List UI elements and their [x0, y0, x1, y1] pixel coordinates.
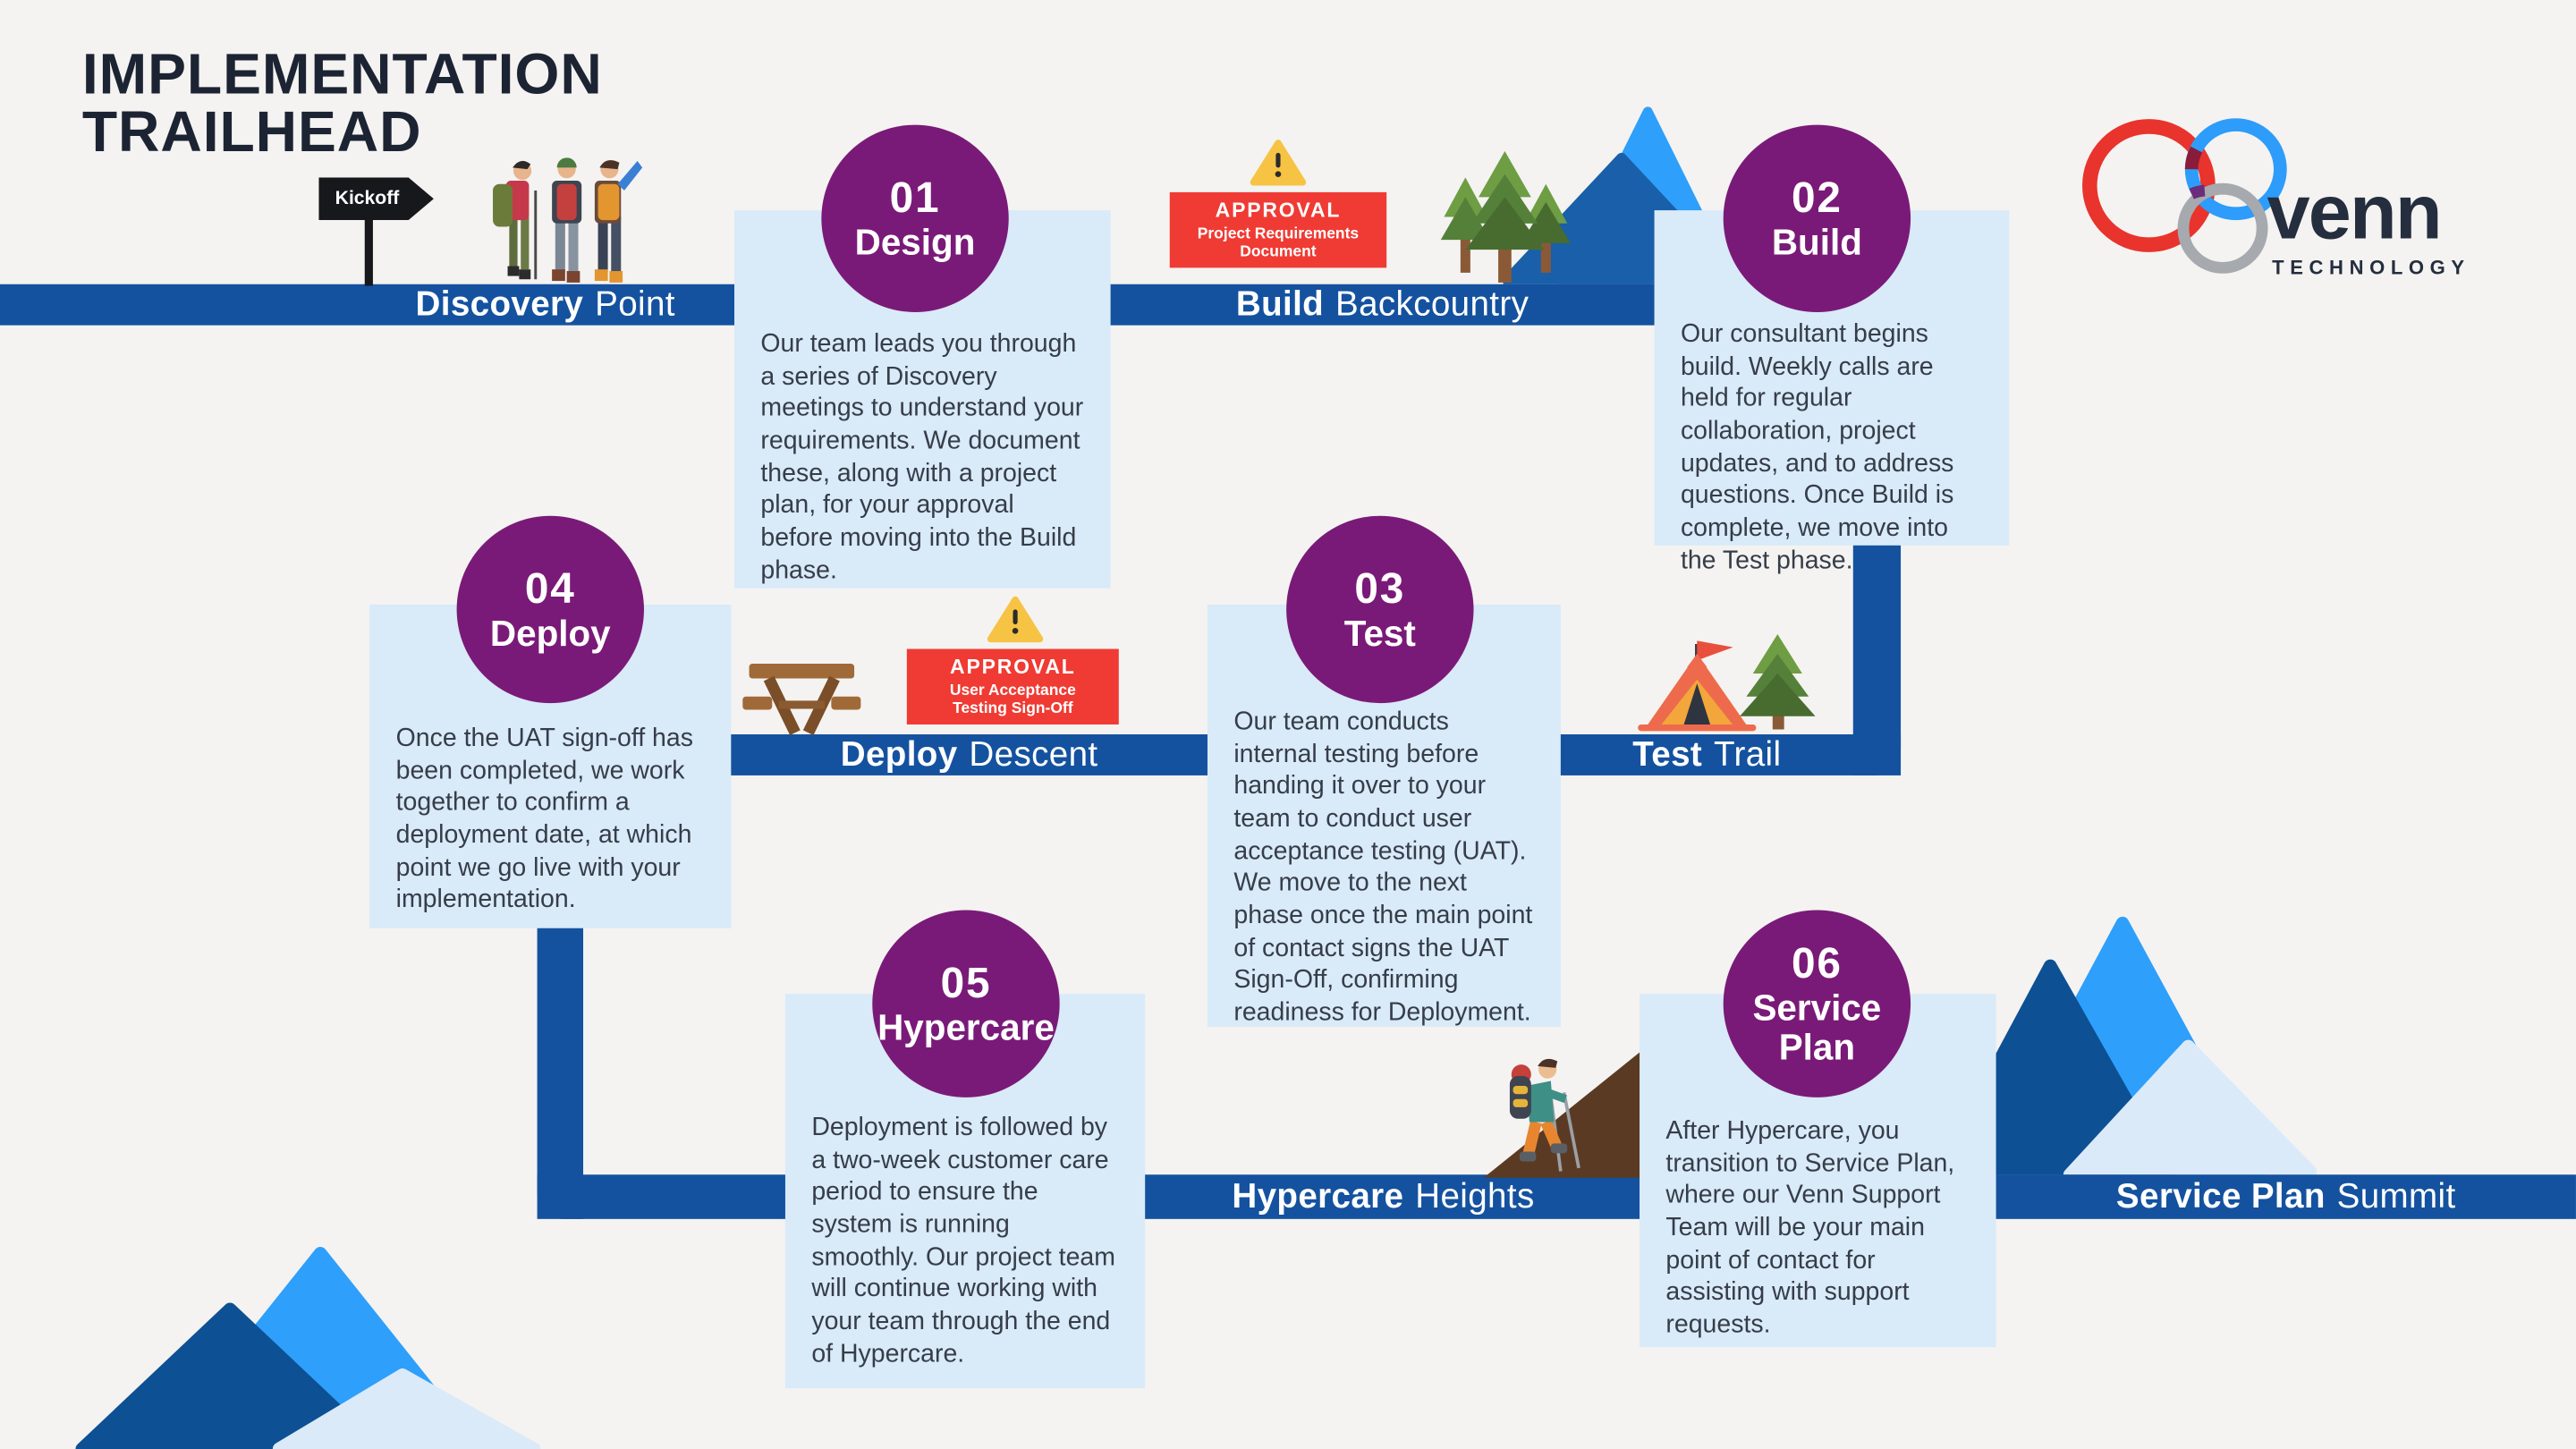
venn-technology-logo: venn TECHNOLOGY	[2082, 118, 2470, 279]
climber-icon	[1483, 1049, 1643, 1178]
trail-segment-service-label: Service Plan Summit	[1996, 1174, 2576, 1219]
deploy-number: 04	[524, 563, 576, 614]
phase-circle-build: 02 Build	[1723, 124, 1911, 312]
kickoff-label: Kickoff	[335, 189, 400, 209]
trail-segment-deploy-label: Deploy Descent	[731, 734, 1208, 775]
deploy-name: Deploy	[489, 613, 611, 654]
build-label-bold: Build	[1235, 284, 1325, 323]
test-description: Our team conducts internal testing befor…	[1233, 708, 1533, 1028]
picnic-table-icon	[742, 664, 861, 735]
test-number: 03	[1354, 563, 1406, 614]
venn-logo-rings-icon	[2082, 118, 2287, 274]
warning-triangle-icon	[1250, 140, 1307, 186]
hypercare-name: Hypercare	[877, 1006, 1055, 1048]
trail-segment-test-label: Test Trail	[1561, 734, 1853, 775]
test-label-bold: Test	[1632, 734, 1703, 774]
pine-trees-icon	[1440, 150, 1571, 283]
deploy-description: Once the UAT sign-off has been completed…	[395, 724, 693, 914]
approval-heading: APPROVAL	[950, 655, 1076, 678]
design-number: 01	[889, 172, 941, 222]
test-name: Test	[1343, 613, 1416, 654]
service-plan-description: After Hypercare, you transition to Servi…	[1665, 1116, 1955, 1339]
phase-circle-hypercare: 05 Hypercare	[872, 910, 1060, 1097]
deploy-label-light: Descent	[969, 734, 1098, 774]
deploy-label-bold: Deploy	[840, 734, 958, 774]
build-description: Our consultant begins build. Weekly call…	[1680, 320, 1954, 575]
hypercare-label-bold: Hypercare	[1232, 1176, 1404, 1216]
warning-triangle-icon	[987, 596, 1044, 643]
page-title: IMPLEMENTATION TRAILHEAD	[82, 46, 603, 161]
kickoff-sign-icon: Kickoff	[318, 177, 434, 221]
service-plan-name: Service Plan	[1752, 987, 1882, 1067]
trail-segment-discovery-label: Discovery Point	[0, 284, 734, 326]
service-plan-number: 06	[1791, 938, 1843, 988]
service-label-bold: Service Plan	[2115, 1176, 2326, 1216]
design-name: Design	[854, 221, 976, 263]
hikers-icon	[493, 157, 643, 283]
mountains-bottom-left-icon	[75, 1247, 541, 1449]
test-label-light: Trail	[1713, 734, 1782, 774]
trail-segment-hypercare-label: Hypercare Heights	[1145, 1174, 1622, 1219]
build-number: 02	[1791, 172, 1843, 222]
title-line-2: TRAILHEAD	[81, 100, 422, 165]
phase-circle-test: 03 Test	[1286, 515, 1474, 704]
kickoff-signpost	[364, 207, 373, 286]
hypercare-number: 05	[940, 957, 992, 1007]
trail-segment-build-label: Build Backcountry	[1111, 284, 1655, 326]
tent-icon	[1638, 633, 1816, 732]
phase-box-hypercare: Deployment is followed by a two-week cus…	[784, 994, 1146, 1389]
design-description: Our team leads you through a series of D…	[760, 330, 1084, 585]
logo-tagline-text: TECHNOLOGY	[2272, 257, 2470, 279]
approval-heading: APPROVAL	[1215, 198, 1342, 222]
title-line-1: IMPLEMENTATION	[81, 42, 603, 107]
build-label-light: Backcountry	[1335, 284, 1530, 323]
phase-circle-service-plan: 06 Service Plan	[1723, 910, 1911, 1097]
hypercare-label-light: Heights	[1415, 1176, 1535, 1216]
logo-brand-text: venn	[2267, 169, 2441, 255]
discovery-label-bold: Discovery	[415, 284, 584, 323]
discovery-label-light: Point	[595, 284, 675, 323]
service-label-light: Summit	[2336, 1176, 2456, 1216]
hypercare-description: Deployment is followed by a two-week cus…	[811, 1114, 1115, 1368]
phase-circle-design: 01 Design	[821, 124, 1009, 312]
build-name: Build	[1771, 221, 1862, 263]
phase-circle-deploy: 04 Deploy	[456, 515, 644, 704]
